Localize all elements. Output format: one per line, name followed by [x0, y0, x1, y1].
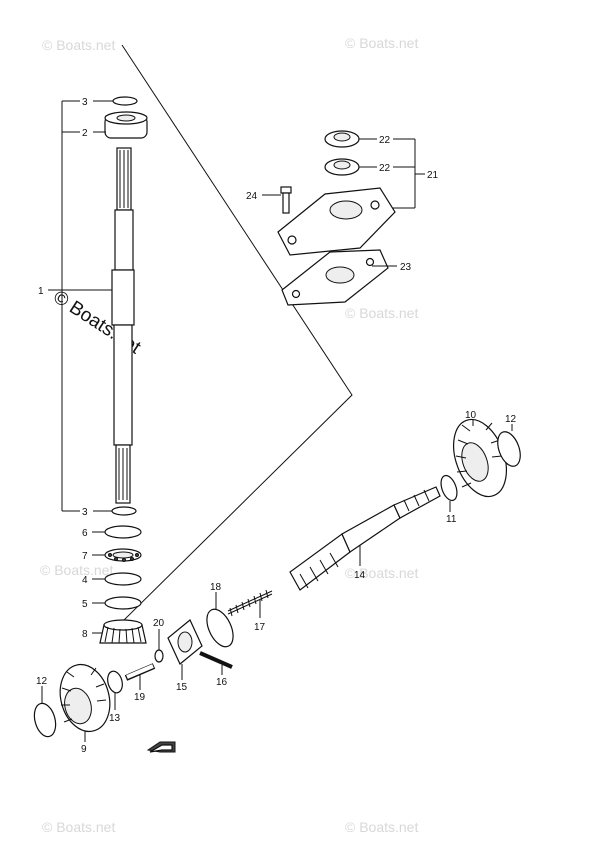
callout-14: 14 — [354, 570, 366, 581]
watermark: © Boats.net — [40, 562, 113, 578]
thrust-bearing — [104, 548, 142, 562]
shim — [104, 596, 142, 610]
callout-13: 13 — [109, 713, 121, 724]
callout-labels: 3 2 1 3 6 7 4 5 8 9 10 11 12 12 13 14 15… — [36, 97, 517, 755]
gasket — [281, 249, 389, 306]
reverse-gear — [59, 663, 111, 733]
pin-small — [154, 649, 164, 663]
shim-reverse — [107, 670, 123, 694]
callout-12: 12 — [36, 676, 48, 687]
callout-1: 1 — [38, 286, 44, 297]
watermark: © Boats.net — [42, 819, 115, 835]
thrust-washer-forward — [497, 431, 521, 467]
clutch-ring — [206, 608, 234, 648]
callout-18: 18 — [210, 582, 222, 593]
callout-7: 7 — [82, 551, 88, 562]
callout-23: 23 — [400, 262, 412, 273]
leader-lines — [41, 100, 513, 742]
thrust-washer-reverse — [33, 702, 57, 738]
oil-seal-upper — [324, 130, 360, 148]
callout-8: 8 — [82, 629, 88, 640]
watermark: © Boats.net — [345, 305, 418, 321]
watermark: © Boats.net — [345, 565, 418, 581]
thrust-race — [104, 572, 142, 586]
callout-4: 4 — [82, 575, 88, 586]
callout-24: 24 — [246, 191, 258, 202]
spring — [227, 589, 273, 617]
callout-21: 21 — [427, 170, 439, 181]
bolt — [280, 186, 292, 214]
callout-2: 2 — [82, 128, 88, 139]
callout-22: 22 — [379, 135, 391, 146]
callout-10: 10 — [465, 410, 477, 421]
circlip-top — [112, 96, 138, 106]
callout-3: 3 — [82, 97, 88, 108]
callout-19: 19 — [134, 692, 146, 703]
callout-5: 5 — [82, 599, 88, 610]
pinion-gear — [99, 619, 147, 644]
section-outline — [121, 44, 353, 623]
callout-12: 12 — [505, 414, 517, 425]
watermark: © Boats.net — [345, 819, 418, 835]
callout-6: 6 — [82, 528, 88, 539]
clutch-dog — [167, 619, 203, 665]
callout-15: 15 — [176, 682, 188, 693]
thrust-washer — [104, 525, 142, 539]
front-direction-arrow-icon — [146, 741, 176, 753]
watermark: © Boats.net — [42, 37, 115, 53]
callout-11: 11 — [446, 514, 457, 525]
callout-16: 16 — [216, 677, 228, 688]
shim-forward — [440, 474, 458, 502]
callout-3: 3 — [82, 507, 88, 518]
callout-9: 9 — [81, 744, 87, 755]
bearing — [104, 111, 148, 139]
drive-shaft — [111, 147, 135, 504]
watermark: © Boats.net — [345, 35, 418, 51]
circlip-bottom — [111, 506, 137, 516]
callout-22: 22 — [379, 163, 391, 174]
forward-gear — [453, 418, 507, 498]
pump-case — [277, 187, 396, 256]
propeller-shaft — [289, 486, 441, 591]
oil-seal-lower — [324, 158, 360, 176]
callout-20: 20 — [153, 618, 165, 629]
callout-17: 17 — [254, 622, 266, 633]
